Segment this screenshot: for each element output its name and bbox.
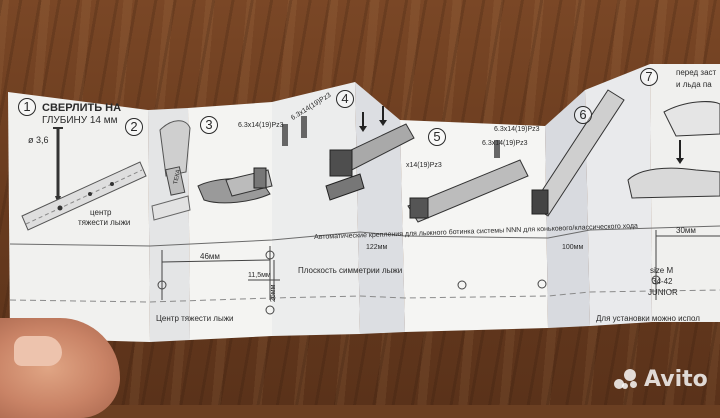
dimension-100: 100мм xyxy=(562,244,584,251)
size-label-line2: 34-42 xyxy=(652,277,673,286)
step-6-number: 6 xyxy=(574,106,592,124)
center-label-line1: центр xyxy=(90,208,112,217)
screw-label-d: 6.3x14(19)Pz3 xyxy=(482,140,528,147)
size-label-line3: JUNIOR xyxy=(648,288,678,297)
center-of-gravity-label: Центр тяжести лыжи xyxy=(156,314,234,323)
avito-watermark: Avito xyxy=(614,367,708,392)
step-4-number: 4 xyxy=(336,90,354,108)
step-1-title-line1: СВЕРЛИТЬ НА xyxy=(42,102,122,114)
size-label-line1: size M xyxy=(650,266,674,275)
step-5-number: 5 xyxy=(428,128,446,146)
drill-diameter-label: ø 3,6 xyxy=(28,135,49,145)
step-7-text-line2: и льда па xyxy=(676,80,712,89)
binding-illustration-5 xyxy=(407,159,529,223)
screw-illustrations xyxy=(282,116,500,158)
step-1-number: 1 xyxy=(18,98,36,116)
install-note: Для установки можно испол xyxy=(596,314,700,323)
avito-logo-icon xyxy=(614,369,640,391)
symmetry-plane-label: Плоскость симметрии лыжи xyxy=(298,266,403,275)
step-7-number: 7 xyxy=(640,68,658,86)
step-3-number: 3 xyxy=(200,116,218,134)
binding-illustration-3 xyxy=(197,167,273,204)
screw-label-c: 6.3x14(19)Pz3 xyxy=(494,126,540,133)
panel-1 xyxy=(8,92,150,342)
screw-label-a: 6.3x14(19)Pz3 xyxy=(238,122,284,129)
step-1-title-line2: ГЛУБИНУ 14 мм xyxy=(42,115,118,126)
glue-hand-illustration xyxy=(151,120,191,221)
binding-illustration-4 xyxy=(325,106,415,201)
panel-4 xyxy=(272,82,360,336)
step-2-number: 2 xyxy=(125,118,143,136)
panel-3 xyxy=(188,102,272,340)
step-7-text-line1: перед заст xyxy=(676,68,717,77)
drill-illustration xyxy=(21,127,147,231)
dimension-26: 26мм xyxy=(270,284,277,302)
dimension-46: 46мм xyxy=(200,252,220,261)
binding-illustration-6 xyxy=(531,89,625,217)
thumbnail xyxy=(14,336,62,366)
dimension-lines xyxy=(157,230,720,315)
center-label-line2: тяжести лыжи xyxy=(78,218,131,227)
instruction-leaflet xyxy=(8,64,720,342)
dimension-30: 30мм xyxy=(676,226,696,235)
hand-holding-leaflet xyxy=(0,318,120,418)
boot-illustration xyxy=(627,101,720,199)
dimension-11-5: 11,5мм xyxy=(248,272,271,279)
dimension-122: 122мм xyxy=(366,244,388,251)
avito-wordmark: Avito xyxy=(644,367,708,392)
screw-label-e: x14(19)Pz3 xyxy=(406,162,442,169)
